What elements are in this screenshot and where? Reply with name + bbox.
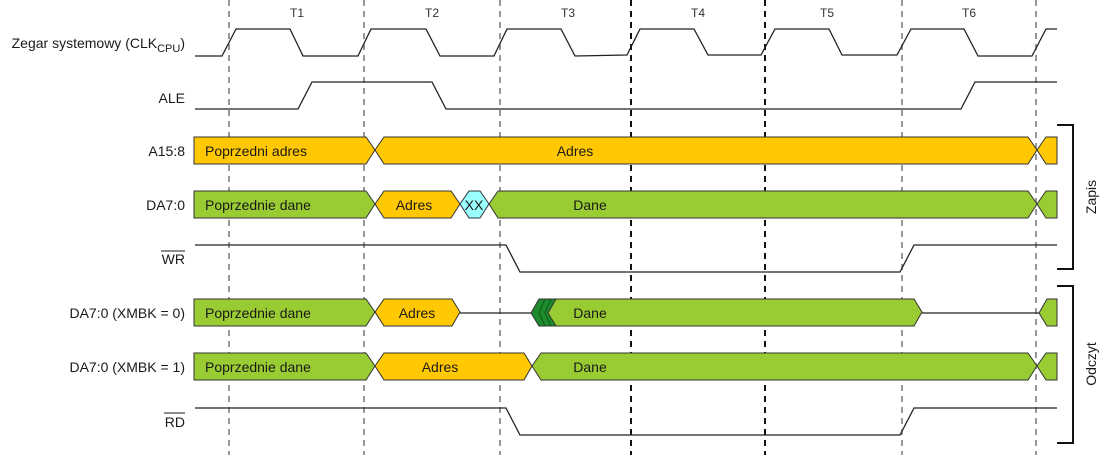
signal-label-wr: WR	[162, 251, 185, 267]
bus-text-address: Adres	[396, 197, 433, 213]
bus-a15-8: Poprzedni adres Adres	[193, 136, 1058, 165]
bus-text-dont-care: XX	[465, 197, 484, 213]
ale-waveform	[195, 81, 1057, 110]
signal-label-clk: Zegar systemowy (CLKCPU)	[12, 35, 185, 55]
bus-segment-next	[1036, 190, 1058, 219]
signal-label-ale: ALE	[159, 90, 185, 106]
bus-text-prev-data: Poprzednie dane	[205, 197, 311, 213]
group-bracket-read: Odczyt	[1057, 285, 1099, 444]
signal-label-da7-0-xmbk1: DA7:0 (XMBK = 1)	[69, 359, 185, 375]
bus-da7-0-write: Poprzednie dane Adres XX Dane	[193, 190, 1058, 219]
group-bracket-write: Zapis	[1057, 124, 1099, 270]
period-label-t2: T2	[425, 6, 439, 20]
bus-text-prev-data: Poprzednie dane	[205, 305, 311, 321]
bus-segment-prev-data	[193, 190, 376, 219]
rd-waveform	[195, 407, 1057, 436]
bus-da7-0-xmbk1: Poprzednie dane Adres Dane	[193, 352, 1058, 381]
bracket-read	[1057, 285, 1074, 444]
wr-waveform	[195, 244, 1057, 273]
bracket-write	[1057, 124, 1074, 270]
data-transition-chevron	[544, 298, 552, 327]
bus-da7-0-xmbk0: Poprzednie dane Adres Dane	[193, 298, 1058, 327]
bus-text-data: Dane	[573, 359, 607, 375]
bus-segment-prev-data	[193, 298, 376, 327]
group-label-read: Odczyt	[1083, 342, 1099, 386]
signal-labels: Zegar systemowy (CLKCPU) ALE A15:8 DA7:0…	[12, 35, 186, 430]
bus-segment-address	[374, 298, 461, 327]
period-label-t3: T3	[561, 6, 575, 20]
bus-text-address: Adres	[422, 359, 459, 375]
bus-segment-next	[1038, 298, 1058, 327]
group-label-write: Zapis	[1083, 180, 1099, 214]
bus-text-prev-address: Poprzedni adres	[205, 143, 307, 159]
period-boundaries	[228, 0, 1037, 455]
bus-segment-data	[531, 352, 1038, 381]
bus-segment-next	[1036, 136, 1058, 165]
data-transition-chevrons	[538, 298, 546, 327]
bus-segment-next	[1036, 352, 1058, 381]
bus-segment-address	[374, 136, 1038, 165]
clock-waveform	[195, 28, 1057, 57]
period-label-t4: T4	[691, 6, 705, 20]
bus-text-address: Adres	[557, 143, 594, 159]
bus-segment-data	[488, 190, 1038, 219]
signal-label-rd: RD	[165, 414, 185, 430]
period-labels: T1 T2 T3 T4 T5 T6	[290, 6, 976, 20]
bus-text-data: Dane	[573, 197, 607, 213]
bus-segment-prev-address	[193, 136, 376, 165]
bus-segment-prev-data	[193, 352, 376, 381]
period-label-t1: T1	[290, 6, 304, 20]
period-label-t6: T6	[962, 6, 976, 20]
bus-text-data: Dane	[573, 305, 607, 321]
bus-text-address: Adres	[399, 305, 436, 321]
bus-segment-data	[547, 298, 923, 327]
signal-label-a15-8: A15:8	[148, 143, 185, 159]
signal-label-da7-0-write: DA7:0	[146, 197, 185, 213]
bus-text-prev-data: Poprzednie dane	[205, 359, 311, 375]
period-label-t5: T5	[820, 6, 834, 20]
signal-label-da7-0-xmbk0: DA7:0 (XMBK = 0)	[69, 305, 185, 321]
